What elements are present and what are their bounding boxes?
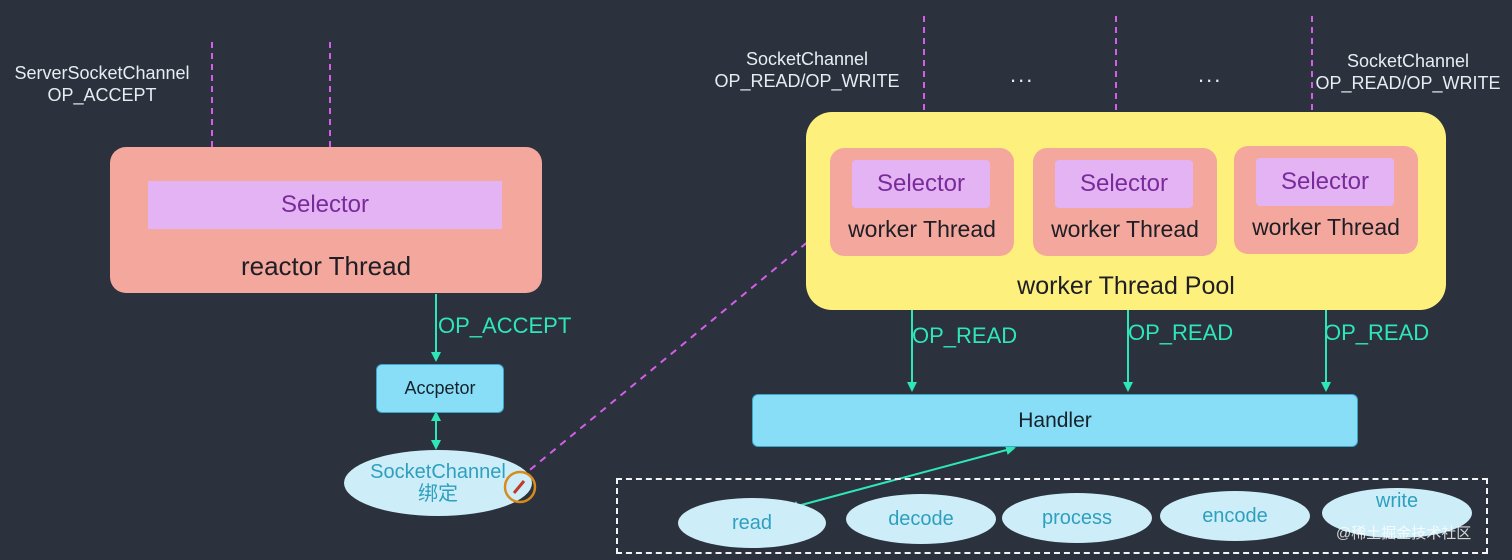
stage-write: write xyxy=(1322,488,1472,538)
worker-left-input-line1: SocketChannel xyxy=(745,49,869,69)
worker-thread-box: Selector worker Thread xyxy=(830,148,1014,256)
worker-right-input-line1: SocketChannel xyxy=(1346,51,1470,71)
worker-selector: Selector xyxy=(852,160,990,208)
ellipsis-1: ... xyxy=(1010,62,1035,87)
worker-pool-title: worker Thread Pool xyxy=(1017,272,1235,300)
socket-channel-ellipse: SocketChannel 绑定 xyxy=(344,450,532,516)
server-socket-channel-op: OP_ACCEPT xyxy=(47,85,157,105)
worker-left-input-line2: OP_READ/OP_WRITE xyxy=(714,71,900,91)
reactor-selector: Selector xyxy=(148,181,502,229)
ellipsis-2: ... xyxy=(1198,62,1223,87)
op-accept-label: OP_ACCEPT xyxy=(438,313,572,338)
op-read-label: OP_READ xyxy=(1324,320,1430,345)
worker-thread-box: Selector worker Thread xyxy=(1234,146,1418,254)
circle-cursor-icon xyxy=(503,470,537,504)
handler-box: Handler xyxy=(752,394,1358,447)
socket-channel-line2: 绑定 xyxy=(418,483,458,505)
reactor-thread-title: reactor Thread xyxy=(240,251,412,281)
watermark-text: @稀土掘金技术社区 xyxy=(1336,525,1472,542)
worker-thread-label: worker Thread xyxy=(848,216,996,242)
bind-dashed-arrow xyxy=(519,220,834,479)
stage-process: process xyxy=(1002,493,1152,543)
worker-selector: Selector xyxy=(1055,160,1193,208)
socket-channel-line1: SocketChannel xyxy=(370,461,506,483)
server-socket-channel-line: ServerSocketChannel xyxy=(14,63,190,83)
worker-thread-box: Selector worker Thread xyxy=(1033,148,1217,256)
worker-right-input-line2: OP_READ/OP_WRITE xyxy=(1315,73,1501,93)
op-read-label: OP_READ xyxy=(912,323,1018,348)
acceptor-box: Accpetor xyxy=(376,364,504,413)
worker-left-input-label: SocketChannel OP_READ/OP_WRITE xyxy=(703,48,911,92)
worker-thread-label: worker Thread xyxy=(1252,214,1400,240)
reactor-thread-box: Selector reactor Thread xyxy=(110,147,542,293)
worker-right-input-label: SocketChannel OP_READ/OP_WRITE xyxy=(1306,50,1510,94)
pipeline-container xyxy=(616,478,1488,554)
worker-selector: Selector xyxy=(1256,158,1394,206)
stage-encode: encode xyxy=(1160,491,1310,541)
server-socket-channel-label: ServerSocketChannel OP_ACCEPT xyxy=(2,62,202,106)
worker-thread-label: worker Thread xyxy=(1051,216,1199,242)
stage-decode: decode xyxy=(846,494,996,544)
stage-read: read xyxy=(678,498,826,548)
op-read-label: OP_READ xyxy=(1128,320,1234,345)
